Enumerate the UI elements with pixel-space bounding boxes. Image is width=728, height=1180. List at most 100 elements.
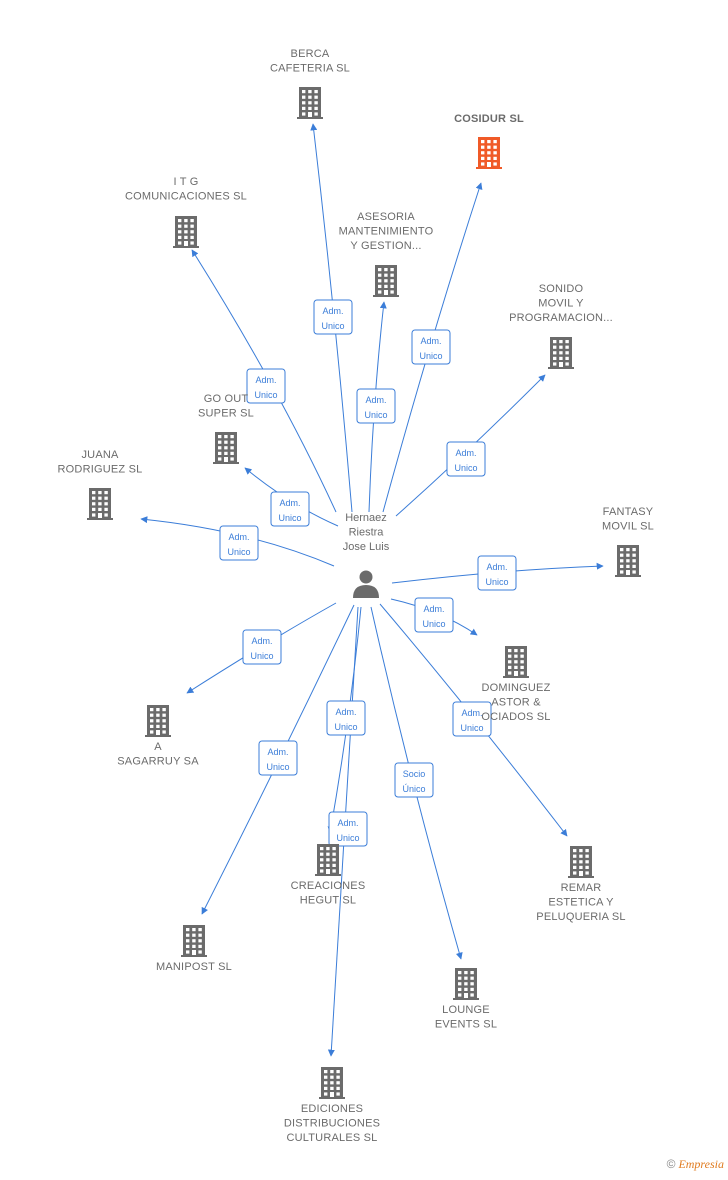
role-badge-text: Adm. — [279, 498, 300, 508]
role-badge-text: Adm. — [365, 395, 386, 405]
role-badge-text: Unico — [321, 321, 344, 331]
role-badge-sonido[interactable]: Adm.Unico — [446, 441, 486, 477]
company-label: EVENTS SL — [435, 1019, 497, 1031]
company-node-lounge[interactable]: LOUNGE EVENTS SL — [435, 968, 497, 1031]
company-label: LOUNGE — [442, 1004, 490, 1016]
role-badge-text: Unico — [227, 547, 250, 557]
building-icon — [453, 968, 479, 1000]
role-badge-text: Adm. — [423, 604, 444, 614]
company-label: PELUQUERIA SL — [536, 911, 625, 923]
company-label: ASTOR & — [491, 697, 541, 709]
company-label: COSIDUR SL — [454, 113, 524, 125]
copyright-symbol: © — [666, 1157, 676, 1171]
role-badge-creaciones[interactable]: Adm. Unico — [326, 700, 366, 736]
role-badge-text: Unico — [422, 619, 445, 629]
company-label: OCIADOS SL — [481, 711, 550, 723]
role-badge-text: Unico — [364, 410, 387, 420]
role-badge-text: Unico — [250, 651, 273, 661]
company-label: Y GESTION... — [350, 240, 421, 252]
role-badge-fantasy[interactable]: Adm.Unico — [477, 555, 517, 591]
company-label: REMAR — [561, 882, 602, 894]
role-badge-dominguez[interactable]: Adm. Unico — [414, 597, 454, 633]
building-icon — [87, 488, 113, 520]
role-badge-text: Unico — [278, 513, 301, 523]
company-node-manipost[interactable]: MANIPOST SL — [156, 925, 232, 973]
company-label: HEGUT SL — [300, 895, 356, 907]
role-badge-sagarruy[interactable]: Adm. Unico — [242, 629, 282, 665]
company-label: SUPER SL — [198, 408, 254, 420]
building-icon — [181, 925, 207, 957]
person-name-label: Hernaez — [345, 512, 387, 524]
role-badge-text: Unico — [334, 722, 357, 732]
role-badge-manipost[interactable]: Adm. Unico — [258, 740, 298, 776]
company-label: ESTETICA Y — [548, 897, 614, 909]
company-node-itg[interactable]: I T G COMUNICACIONES SL — [125, 176, 247, 248]
role-badge-text: Adm. — [337, 818, 358, 828]
building-icon — [548, 337, 574, 369]
building-icon — [319, 1067, 345, 1099]
company-label: CAFETERIA SL — [270, 63, 350, 75]
role-badge-text: Adm. — [461, 708, 482, 718]
company-label: I T G — [173, 176, 198, 188]
building-icon — [615, 545, 641, 577]
person-name-label: Riestra — [349, 527, 385, 539]
role-badge-text: Unico — [266, 762, 289, 772]
role-badge-text: Adm. — [251, 636, 272, 646]
company-label: JUANA — [81, 449, 119, 461]
building-icon — [568, 846, 594, 878]
building-icon — [476, 137, 502, 169]
company-label: COMUNICACIONES SL — [125, 191, 247, 203]
role-badge-goout[interactable]: Adm. Unico — [270, 491, 310, 527]
role-badge-ediciones[interactable]: Adm.Unico — [328, 811, 368, 847]
person-name-label: Jose Luis — [343, 541, 390, 553]
brand-footer: ©Empresia — [667, 1157, 724, 1172]
company-node-remar[interactable]: REMAR ESTETICA Y PELUQUERIA SL — [536, 846, 626, 923]
role-badge-berca[interactable]: Adm. Unico — [313, 299, 353, 335]
brand-logo: Empresia — [678, 1157, 724, 1171]
company-label: CREACIONES — [291, 880, 366, 892]
role-badge-text: Unico — [254, 390, 277, 400]
role-badge-text: Adm. — [267, 747, 288, 757]
company-label: MANIPOST SL — [156, 961, 232, 973]
role-badge-text: Adm. — [335, 707, 356, 717]
company-label: PROGRAMACION... — [509, 312, 613, 324]
company-node-cosidur[interactable]: COSIDUR SL — [454, 113, 524, 169]
role-badge-cosidur[interactable]: Adm.Unico — [411, 329, 451, 365]
role-badge-text: Adm. — [322, 306, 343, 316]
company-label: EDICIONES — [301, 1103, 363, 1115]
role-badge-text: Adm. — [420, 336, 441, 346]
company-label: MANTENIMIENTO — [339, 226, 434, 238]
role-badge-remar[interactable]: Adm. Unico — [452, 701, 492, 737]
role-badge-juana[interactable]: Adm.Unico — [219, 525, 259, 561]
role-badge-text: Único — [402, 784, 425, 794]
building-icon — [373, 265, 399, 297]
role-badge-itg[interactable]: Adm.Unico — [246, 368, 286, 404]
company-node-sonido[interactable]: SONIDO MOVIL Y PROGRAMACION... — [509, 283, 613, 369]
building-icon — [503, 646, 529, 678]
company-node-creaciones[interactable]: CREACIONES HEGUT SL — [291, 844, 366, 907]
building-icon — [145, 705, 171, 737]
company-label: A — [154, 741, 162, 753]
role-badge-text: Adm. — [486, 562, 507, 572]
person-icon — [353, 570, 379, 598]
role-badge-text: Socio — [403, 769, 426, 779]
role-badge-text: Unico — [460, 723, 483, 733]
role-badge-asesoria[interactable]: Adm. Unico — [356, 388, 396, 424]
company-label: FANTASY — [603, 506, 654, 518]
company-label: MOVIL Y — [538, 298, 584, 310]
building-icon — [297, 87, 323, 119]
company-label: SONIDO — [539, 283, 584, 295]
